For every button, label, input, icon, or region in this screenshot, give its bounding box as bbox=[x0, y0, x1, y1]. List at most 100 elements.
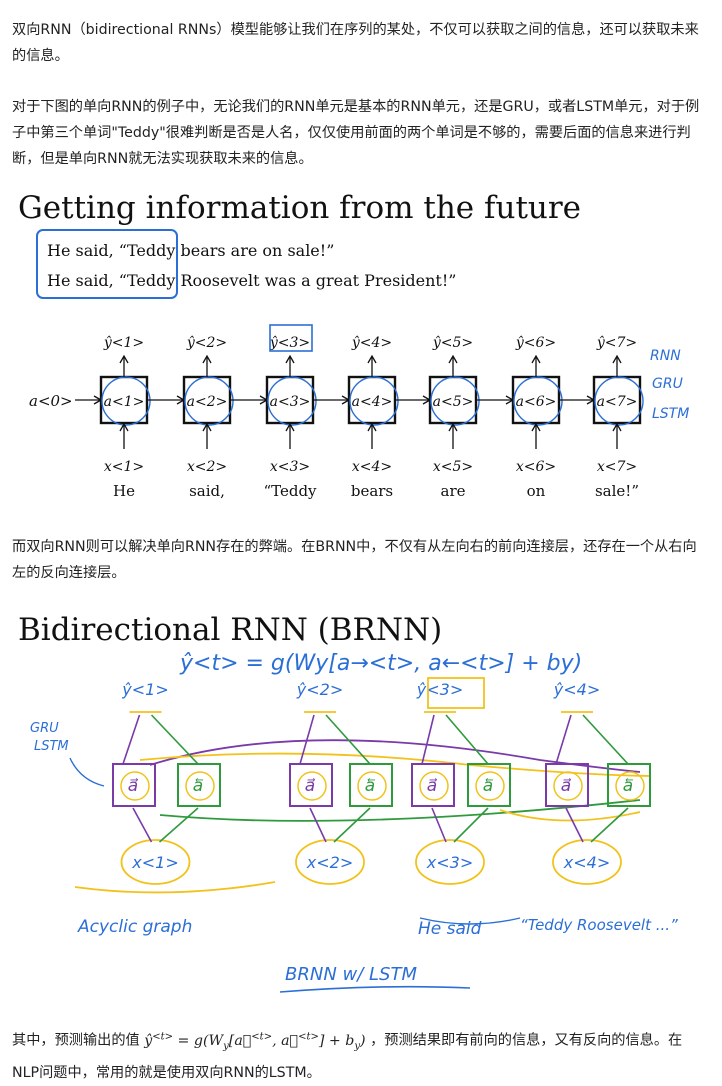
backward-cell-1 bbox=[177, 763, 221, 807]
output-label-5: ŷ<5> bbox=[432, 334, 473, 351]
forward-cell-4 bbox=[545, 763, 589, 807]
word-1: He bbox=[113, 482, 135, 500]
input-arrowhead-1 bbox=[119, 422, 129, 432]
cell-circle-2 bbox=[184, 376, 234, 426]
input-label-6: x<6> bbox=[516, 459, 556, 475]
figure2-title: Bidirectional RNN (BRNN) bbox=[18, 612, 442, 648]
connector-head-0 bbox=[93, 395, 102, 405]
figure-unidirectional-rnn: Getting information from the future He s… bbox=[18, 190, 689, 500]
cell-circle-1 bbox=[101, 376, 151, 426]
output-label-1: ŷ<1> bbox=[121, 680, 168, 699]
word-3: “Teddy bbox=[263, 482, 317, 500]
input-label-1: x<1> bbox=[131, 853, 178, 872]
output-label-6: ŷ<6> bbox=[515, 334, 556, 351]
input-highlight-2 bbox=[295, 839, 365, 885]
cell-label-5: a<5> bbox=[433, 394, 474, 410]
sentence-2: He said, “Teddy Roosevelt was a great Pr… bbox=[47, 271, 456, 290]
cell-label-4: a<4> bbox=[352, 394, 393, 410]
output-label-2: ŷ<2> bbox=[186, 334, 227, 351]
input-highlight-3 bbox=[415, 839, 485, 885]
note-brnn-lstm: BRNN w/ LSTM bbox=[285, 964, 417, 985]
brace-he-said bbox=[419, 917, 521, 925]
output-arrowhead-2 bbox=[202, 354, 212, 364]
input-to-backward-4 bbox=[590, 807, 629, 843]
output-label-1: ŷ<1> bbox=[103, 334, 144, 351]
note-teddy-roosevelt: “Teddy Roosevelt ...” bbox=[520, 916, 678, 934]
forward-cell-2 bbox=[289, 763, 333, 807]
input-label-2: x<2> bbox=[187, 459, 227, 475]
input-arrowhead-6 bbox=[531, 422, 541, 432]
output-label-4: ŷ<4> bbox=[351, 334, 392, 351]
paragraph-bidirectional: 而双向RNN则可以解决单向RNN存在的弊端。在BRNN中，不仅有从左向右的前向连… bbox=[12, 539, 697, 581]
word-4: bears bbox=[351, 482, 393, 500]
sentence-1: He said, “Teddy bears are on sale!” bbox=[47, 241, 334, 260]
note-he-said: He said bbox=[418, 919, 482, 939]
handwritten-rnn: RNN bbox=[650, 348, 681, 364]
forward-activation-2: a⃗ bbox=[305, 776, 316, 796]
backward-activation-2: a⃖ bbox=[365, 776, 376, 796]
paragraph-prediction: 其中，预测输出的值 ŷ<t> = g(Wy[a⃗<t>, a⃖<t>] + by… bbox=[12, 1024, 702, 1086]
handwritten-lstm: LSTM bbox=[652, 406, 689, 422]
backward-to-output-1 bbox=[150, 714, 199, 765]
input-label-3: x<3> bbox=[270, 459, 310, 475]
cell-label-6: a<6> bbox=[516, 394, 557, 410]
forward-activation-4: a⃗ bbox=[561, 776, 572, 796]
forward-to-output-1 bbox=[122, 714, 141, 765]
prediction-prefix: 其中，预测输出的值 bbox=[12, 1032, 140, 1049]
output-label-3: ŷ<3> bbox=[269, 334, 310, 351]
input-to-forward-1 bbox=[132, 807, 153, 843]
figure1-title: Getting information from the future bbox=[18, 190, 581, 226]
backward-cell-3 bbox=[467, 763, 511, 807]
yellow-flow-curve bbox=[139, 752, 651, 777]
backward-cell-2 bbox=[349, 763, 393, 807]
input-highlight-1 bbox=[120, 839, 191, 885]
backward-activation-4: a⃖ bbox=[623, 776, 634, 796]
backward-activation-1: a⃖ bbox=[193, 776, 204, 796]
input-arrowhead-5 bbox=[448, 422, 458, 432]
input-to-forward-2 bbox=[309, 807, 327, 843]
input-arrowhead-2 bbox=[202, 422, 212, 432]
output-label-4: ŷ<4> bbox=[553, 680, 600, 699]
backward-cell-4 bbox=[607, 763, 651, 807]
backward-to-output-3 bbox=[445, 714, 489, 765]
output-arrowhead-3 bbox=[285, 354, 295, 364]
backward-to-output-4 bbox=[582, 714, 629, 765]
forward-connection-curve bbox=[149, 739, 641, 773]
forward-to-output-4 bbox=[555, 714, 572, 765]
forward-to-output-2 bbox=[299, 714, 315, 765]
prediction-formula: ŷ<t> = g(Wy[a⃗<t>, a⃖<t>] + by) bbox=[144, 1031, 366, 1052]
input-arrowhead-7 bbox=[612, 422, 622, 432]
cell-circle-6 bbox=[513, 376, 563, 426]
word-2: said, bbox=[189, 482, 225, 500]
forward-highlight-2 bbox=[297, 771, 327, 801]
input-to-backward-1 bbox=[158, 807, 199, 843]
input-label-2: x<2> bbox=[306, 853, 353, 872]
note-underline bbox=[279, 985, 471, 993]
input-highlight-4 bbox=[552, 839, 622, 885]
teddy-highlight-box bbox=[36, 229, 178, 299]
cell-circle-5 bbox=[430, 376, 480, 426]
backward-activation-3: a⃖ bbox=[483, 776, 494, 796]
output-label-2: ŷ<2> bbox=[296, 680, 343, 699]
prediction-suffix: ，预测结果即有前向的信息，又有反向的信息。在NLP问题中，常用的就是使用双向RN… bbox=[12, 1032, 683, 1081]
output-arrowhead-7 bbox=[612, 354, 622, 364]
note-lstm: LSTM bbox=[34, 739, 69, 754]
output-label-3: ŷ<3> bbox=[416, 680, 463, 699]
forward-cell-3 bbox=[411, 763, 455, 807]
input-label-4: x<4> bbox=[563, 853, 610, 872]
yellow-flow-curve-2 bbox=[499, 809, 641, 822]
handwritten-gru: GRU bbox=[652, 376, 683, 392]
input-label-3: x<3> bbox=[426, 853, 473, 872]
word-7: sale!” bbox=[595, 482, 639, 500]
handwritten-formula: ŷ<t> = g(Wy[a→<t>, a←<t>] + by) bbox=[179, 651, 582, 676]
input-label-4: x<4> bbox=[352, 459, 392, 475]
side-note-arrow bbox=[69, 757, 105, 787]
input-label-5: x<5> bbox=[433, 459, 473, 475]
forward-cell-1 bbox=[112, 763, 156, 807]
brace-yellow bbox=[74, 881, 276, 894]
forward-activation-3: a⃗ bbox=[427, 776, 438, 796]
backward-connection-curve bbox=[159, 799, 641, 822]
paragraph-unidirectional: 对于下图的单向RNN的例子中，无论我们的RNN单元是基本的RNN单元，还是GRU… bbox=[12, 99, 700, 167]
output-label-7: ŷ<7> bbox=[596, 334, 637, 351]
forward-activation-1: a⃗ bbox=[128, 776, 139, 796]
